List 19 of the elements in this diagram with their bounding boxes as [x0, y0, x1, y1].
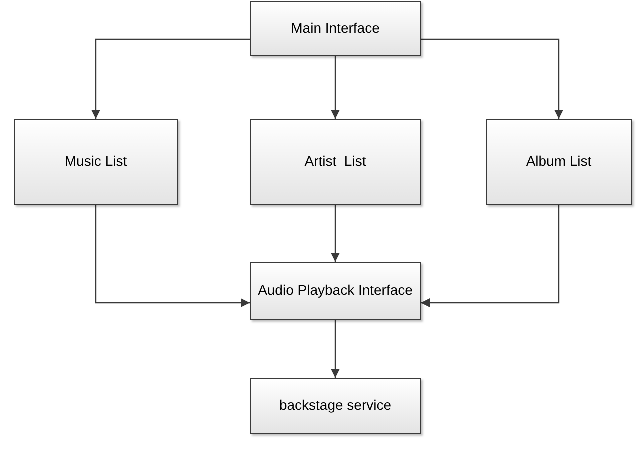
box-label: Audio Playback Interface	[258, 282, 413, 300]
arrow	[331, 205, 340, 262]
arrow	[421, 38, 564, 119]
arrow	[331, 320, 340, 378]
box-label: Music List	[64, 153, 128, 171]
arrow	[92, 38, 250, 119]
box-label: Album List	[526, 153, 592, 171]
arrow	[95, 205, 250, 308]
box-label: backstage service	[279, 397, 392, 415]
box-label: Main Interface	[291, 20, 380, 38]
process-box	[486, 119, 632, 205]
process-box	[250, 262, 421, 320]
arrow	[421, 205, 560, 308]
process-box	[250, 1, 421, 56]
process-box	[14, 119, 178, 205]
arrow	[331, 56, 340, 119]
process-box	[250, 119, 421, 205]
process-box	[250, 378, 421, 434]
box-label: Artist List	[304, 153, 366, 171]
